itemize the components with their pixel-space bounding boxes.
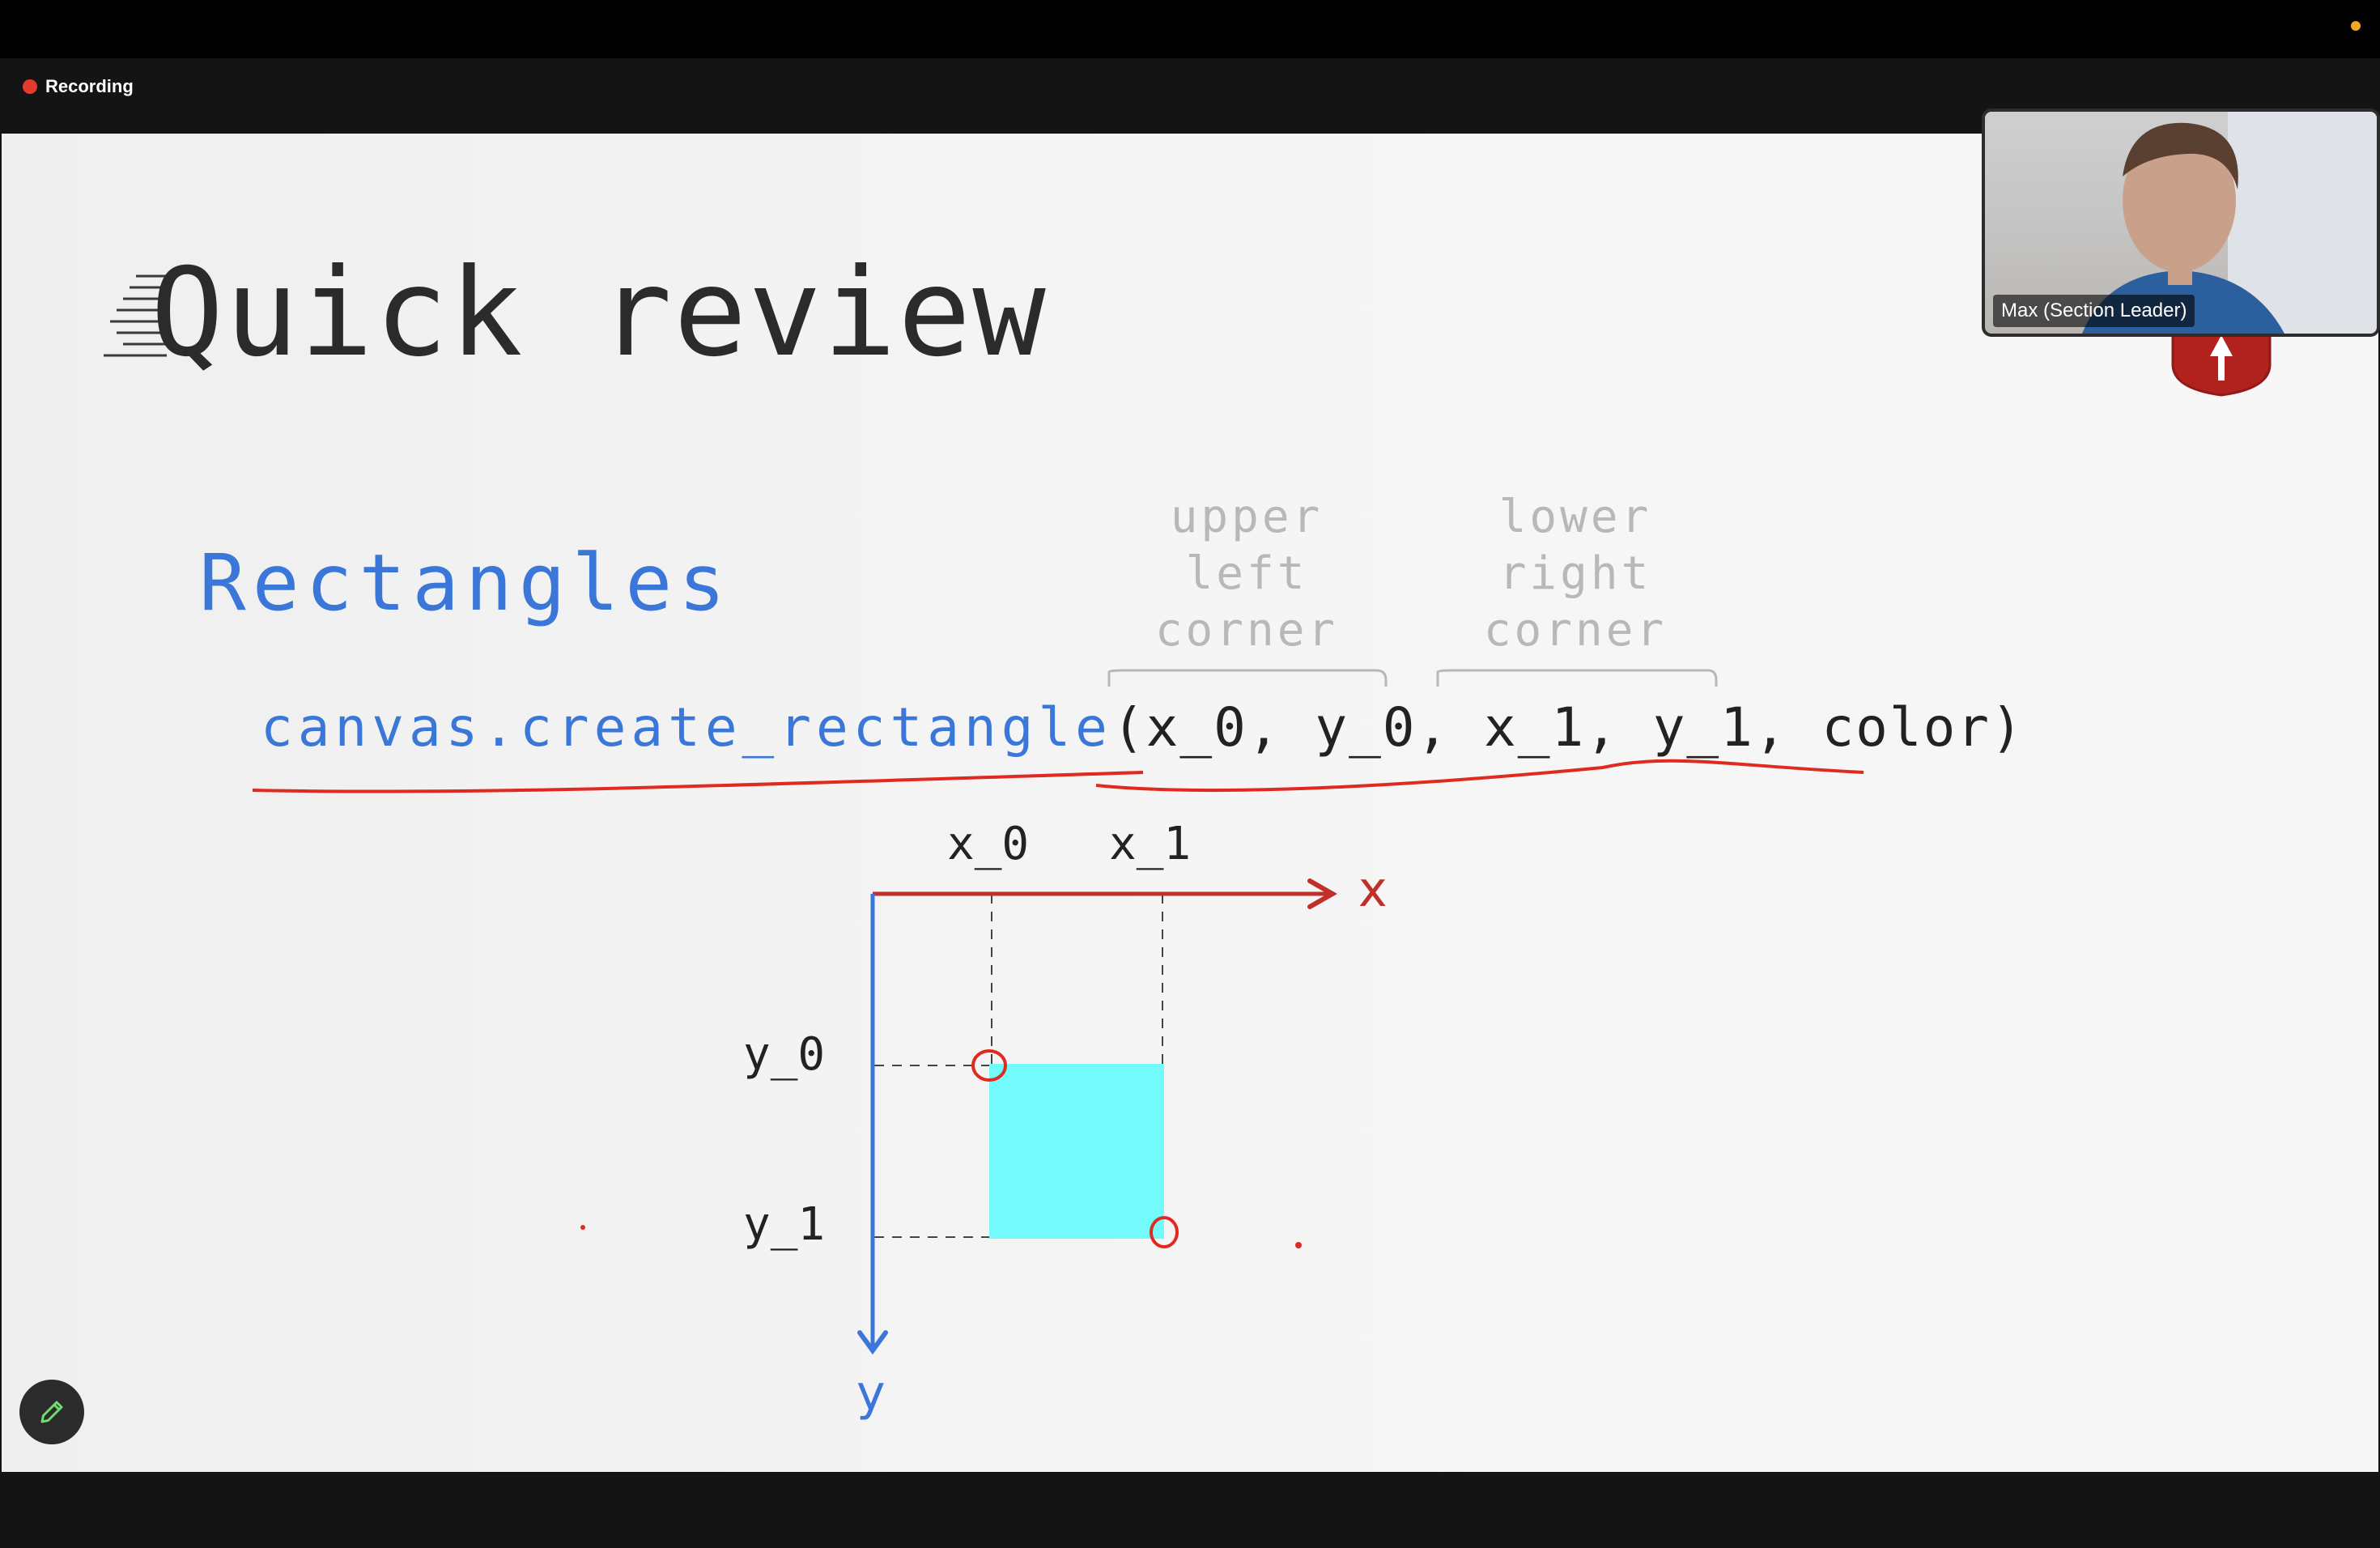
code-function-name: canvas.create_rectangle [261,696,1112,759]
y-axis-label: y [856,1365,886,1422]
slide-title: Quick review [151,243,1048,384]
annotation-upper-left-corner: upper left corner [1117,489,1376,659]
top-menu-bar [0,0,2380,60]
slide-subtitle: Rectangles [199,538,732,628]
shared-slide [2,134,2378,1472]
bottom-control-bar [0,1472,2380,1548]
x0-label: x_0 [947,818,1030,870]
participant-name-label: Max (Section Leader) [1993,295,2195,327]
x1-label: x_1 [1109,818,1192,870]
participant-avatar [2082,112,2377,334]
recording-label: Recording [45,76,134,96]
annotation-line: right [1498,547,1652,600]
code-arguments: (x_0, y_0, x_1, y_1, color) [1111,696,2025,759]
speed-lines-decoration [104,274,167,357]
annotation-line: upper [1170,491,1324,543]
annotation-line: corner [1483,604,1668,657]
x-axis-label: x [1358,861,1388,918]
annotation-lower-right-corner: lower right corner [1446,489,1705,659]
recording-indicator: Recording [23,74,134,99]
annotation-line: lower [1498,491,1652,543]
pencil-icon [40,1401,63,1423]
recording-dot-icon [23,79,37,94]
y1-label: y_1 [743,1198,826,1251]
code-line: canvas.create_rectangle(x_0, y_0, x_1, y… [261,696,2025,759]
status-indicator-dot [2351,21,2361,31]
y0-label: y_0 [743,1028,826,1081]
annotation-line: left [1185,547,1308,600]
annotation-line: corner [1154,604,1339,657]
participant-video-tile[interactable]: Max (Section Leader) [1982,108,2380,337]
annotate-button[interactable] [19,1380,84,1444]
